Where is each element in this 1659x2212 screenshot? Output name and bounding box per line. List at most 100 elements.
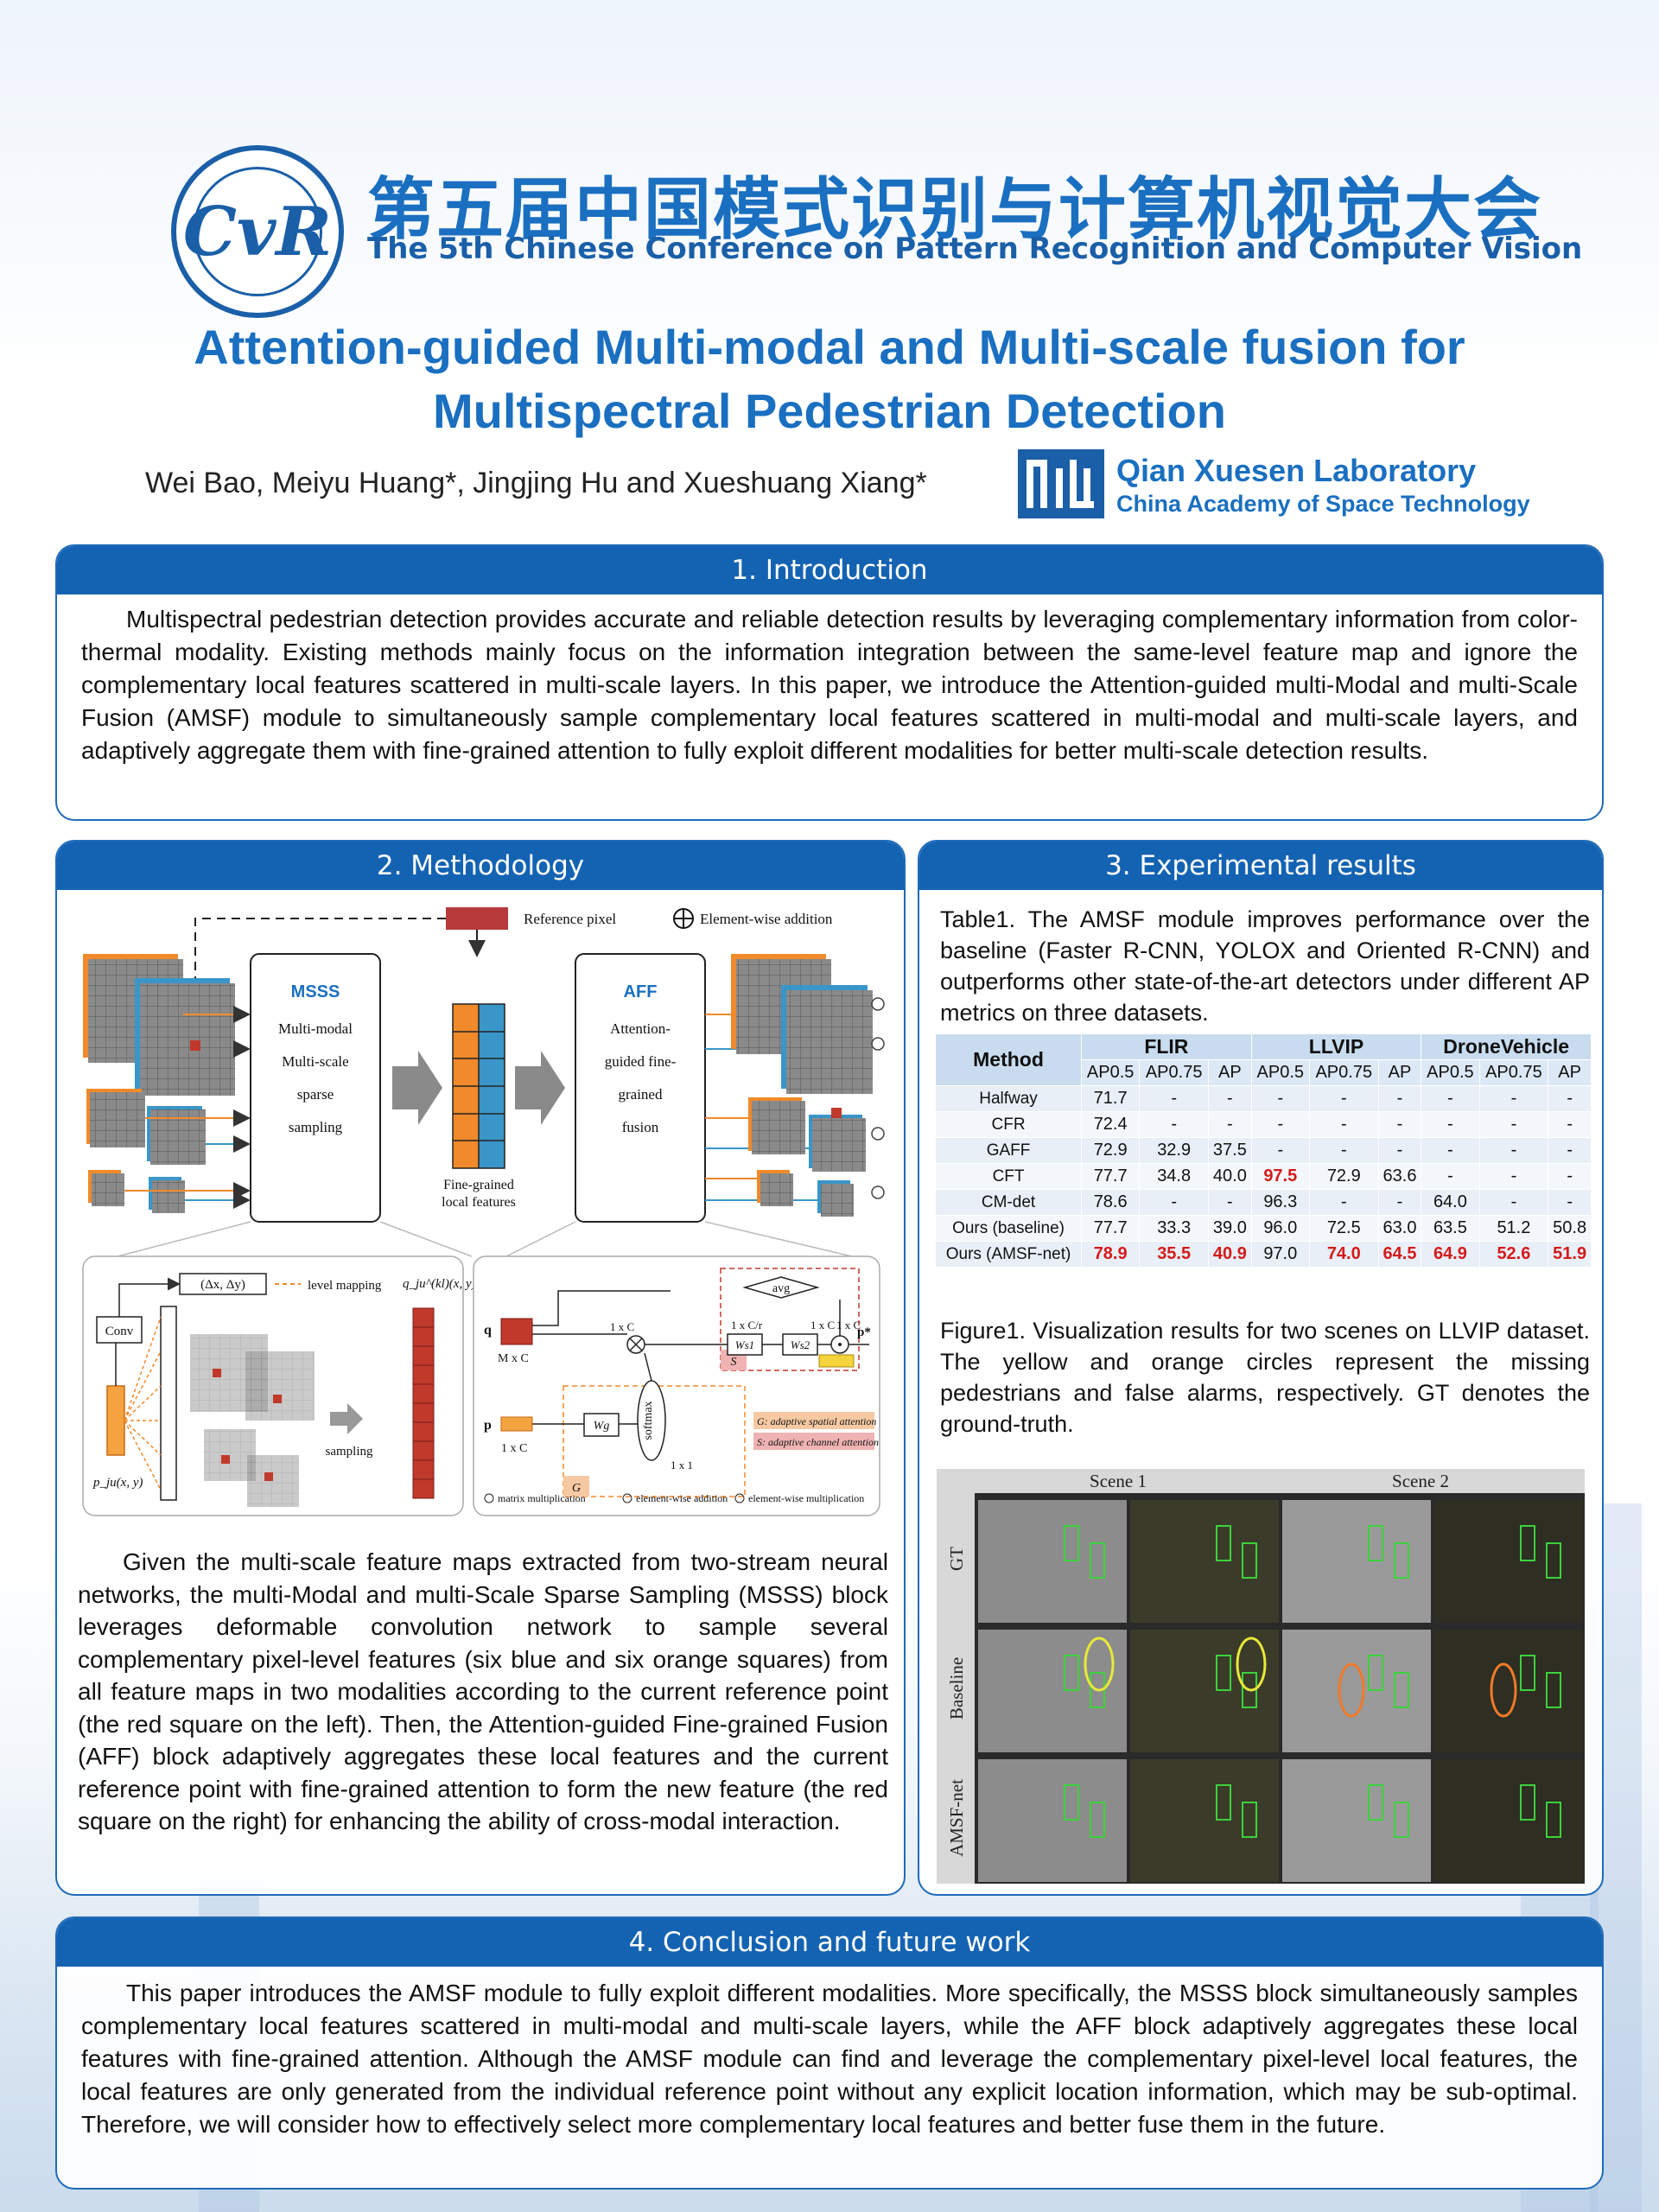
table-cell-method: CM-det [934,1189,1083,1216]
softmax-label: softmax [642,1401,655,1440]
table-cell: 63.5 [1421,1215,1480,1242]
table-cell: 97.5 [1250,1163,1310,1190]
msss-line: Multi-scale [282,1053,348,1070]
avg-label: avg [772,1282,790,1295]
table-cell: - [1139,1111,1210,1138]
table-cell: - [1421,1163,1480,1190]
s-box-label: S [731,1356,737,1369]
methodology-section: 2. Methodology Reference pixel Element-w… [55,840,906,1896]
table-cell: - [1208,1085,1252,1112]
missed-pedestrian-circle [1084,1637,1115,1692]
methodology-heading: 2. Methodology [57,842,904,890]
conference-header: CvR 第五届中国模式识别与计算机视觉大会 The 5th Chinese Co… [0,130,1659,318]
conv-label: Conv [105,1325,134,1338]
table-cell: - [1478,1111,1549,1138]
detection-box [1368,1525,1383,1561]
table-cell: 63.0 [1377,1215,1422,1242]
delta-label: (Δx, Δy) [200,1278,245,1292]
table-subheader: AP0.75 [1478,1059,1549,1086]
table-cell: - [1308,1137,1379,1164]
detection-box [1394,1672,1409,1708]
lab-logo-icon [1018,449,1104,518]
msss-line: sampling [289,1119,343,1135]
msss-line: sparse [297,1086,334,1103]
ws1-label: Ws1 [735,1338,754,1351]
detection-box [1216,1655,1231,1691]
conclusion-heading: 4. Conclusion and future work [57,1918,1602,1967]
table-cell: 39.0 [1208,1215,1252,1242]
table-cell: - [1548,1189,1592,1216]
table-cell: - [1377,1111,1422,1138]
conclusion-text: This paper introduces the AMSF module to… [81,1980,1578,2138]
element-wise-addition-label: Element-wise addition [700,911,833,927]
reference-pixel-block [446,907,508,930]
introduction-text: Multispectral pedestrian detection provi… [81,606,1578,764]
detection-box [1090,1802,1105,1838]
detection-box [1090,1542,1105,1579]
introduction-heading: 1. Introduction [57,546,1602,594]
msss-block [250,953,381,1223]
table-cell: 32.9 [1139,1137,1210,1164]
one-one-label: 1 x 1 [671,1459,693,1471]
lab-name: Qian Xuesen Laboratory [1116,453,1477,488]
table-cell: - [1421,1085,1480,1112]
results-section: 3. Experimental results Table1. The AMSF… [918,840,1604,1896]
detection-box [1064,1655,1079,1691]
table-cell: 40.9 [1208,1241,1252,1268]
table-cell: 64.0 [1421,1189,1480,1216]
output-plus-icons [871,997,885,1199]
one-c-label: 1 x C [836,1319,861,1332]
aff-line: grained [619,1086,663,1103]
table-cell: 51.9 [1548,1241,1592,1268]
false-alarm-circle [1490,1662,1517,1718]
table-cell: 72.4 [1081,1111,1141,1138]
fine-grained-features [452,1003,505,1169]
table-cell: - [1308,1189,1379,1216]
table-cell: 72.9 [1308,1163,1379,1190]
table-cell: 72.5 [1308,1215,1379,1242]
msss-line: Multi-modal [278,1020,353,1037]
table-cell: - [1548,1137,1592,1164]
table-cell: 96.0 [1250,1215,1310,1242]
s-attention-box [720,1268,860,1371]
detection-box [1546,1672,1561,1708]
detection-box [1394,1542,1409,1579]
scene-image-cell [1130,1500,1279,1623]
table-cell: 63.6 [1377,1163,1422,1190]
author-list: Wei Bao, Meiyu Huang*, Jingjing Hu and X… [145,467,927,499]
table-cell: 78.6 [1081,1189,1141,1216]
table-cell: 78.9 [1081,1241,1141,1268]
flow-arrow-icon [392,1051,442,1125]
table-cell: - [1377,1085,1422,1112]
table-cell: 33.3 [1139,1215,1210,1242]
false-alarm-circle [1338,1662,1365,1718]
scene-image-cell [978,1500,1127,1623]
msss-title: MSSS [291,982,340,1001]
visualization-figure: Scene 1 Scene 2 GT Baseline AMSF-net [937,1469,1585,1884]
table-cell-method: CFT [934,1163,1083,1190]
detection-box [1064,1784,1079,1821]
detection-box [1520,1655,1535,1691]
title-line-2: Multispectral Pedestrian Detection [432,384,1226,438]
element-wise-multiplication-icon [830,1335,849,1354]
table-cell: 34.8 [1139,1163,1210,1190]
table-cell: - [1478,1163,1549,1190]
table-cell: - [1139,1189,1210,1216]
q-label: q [484,1323,492,1338]
scene2-label: Scene 2 [1392,1471,1449,1491]
table-cell: - [1208,1189,1252,1216]
table-cell: 71.7 [1081,1085,1141,1112]
table-cell: - [1250,1111,1310,1138]
scene-image-cell [978,1759,1127,1882]
table-cell-method: Halfway [934,1085,1083,1112]
table-cell: 51.2 [1478,1215,1549,1242]
legend-matrix-mult: matrix multiplication [498,1492,586,1504]
conference-logo: CvR [171,145,344,318]
fine-grained-label: local features [442,1195,516,1210]
p-label: p [484,1418,492,1433]
table-cell: - [1377,1137,1422,1164]
scene1-label: Scene 1 [1090,1471,1147,1491]
